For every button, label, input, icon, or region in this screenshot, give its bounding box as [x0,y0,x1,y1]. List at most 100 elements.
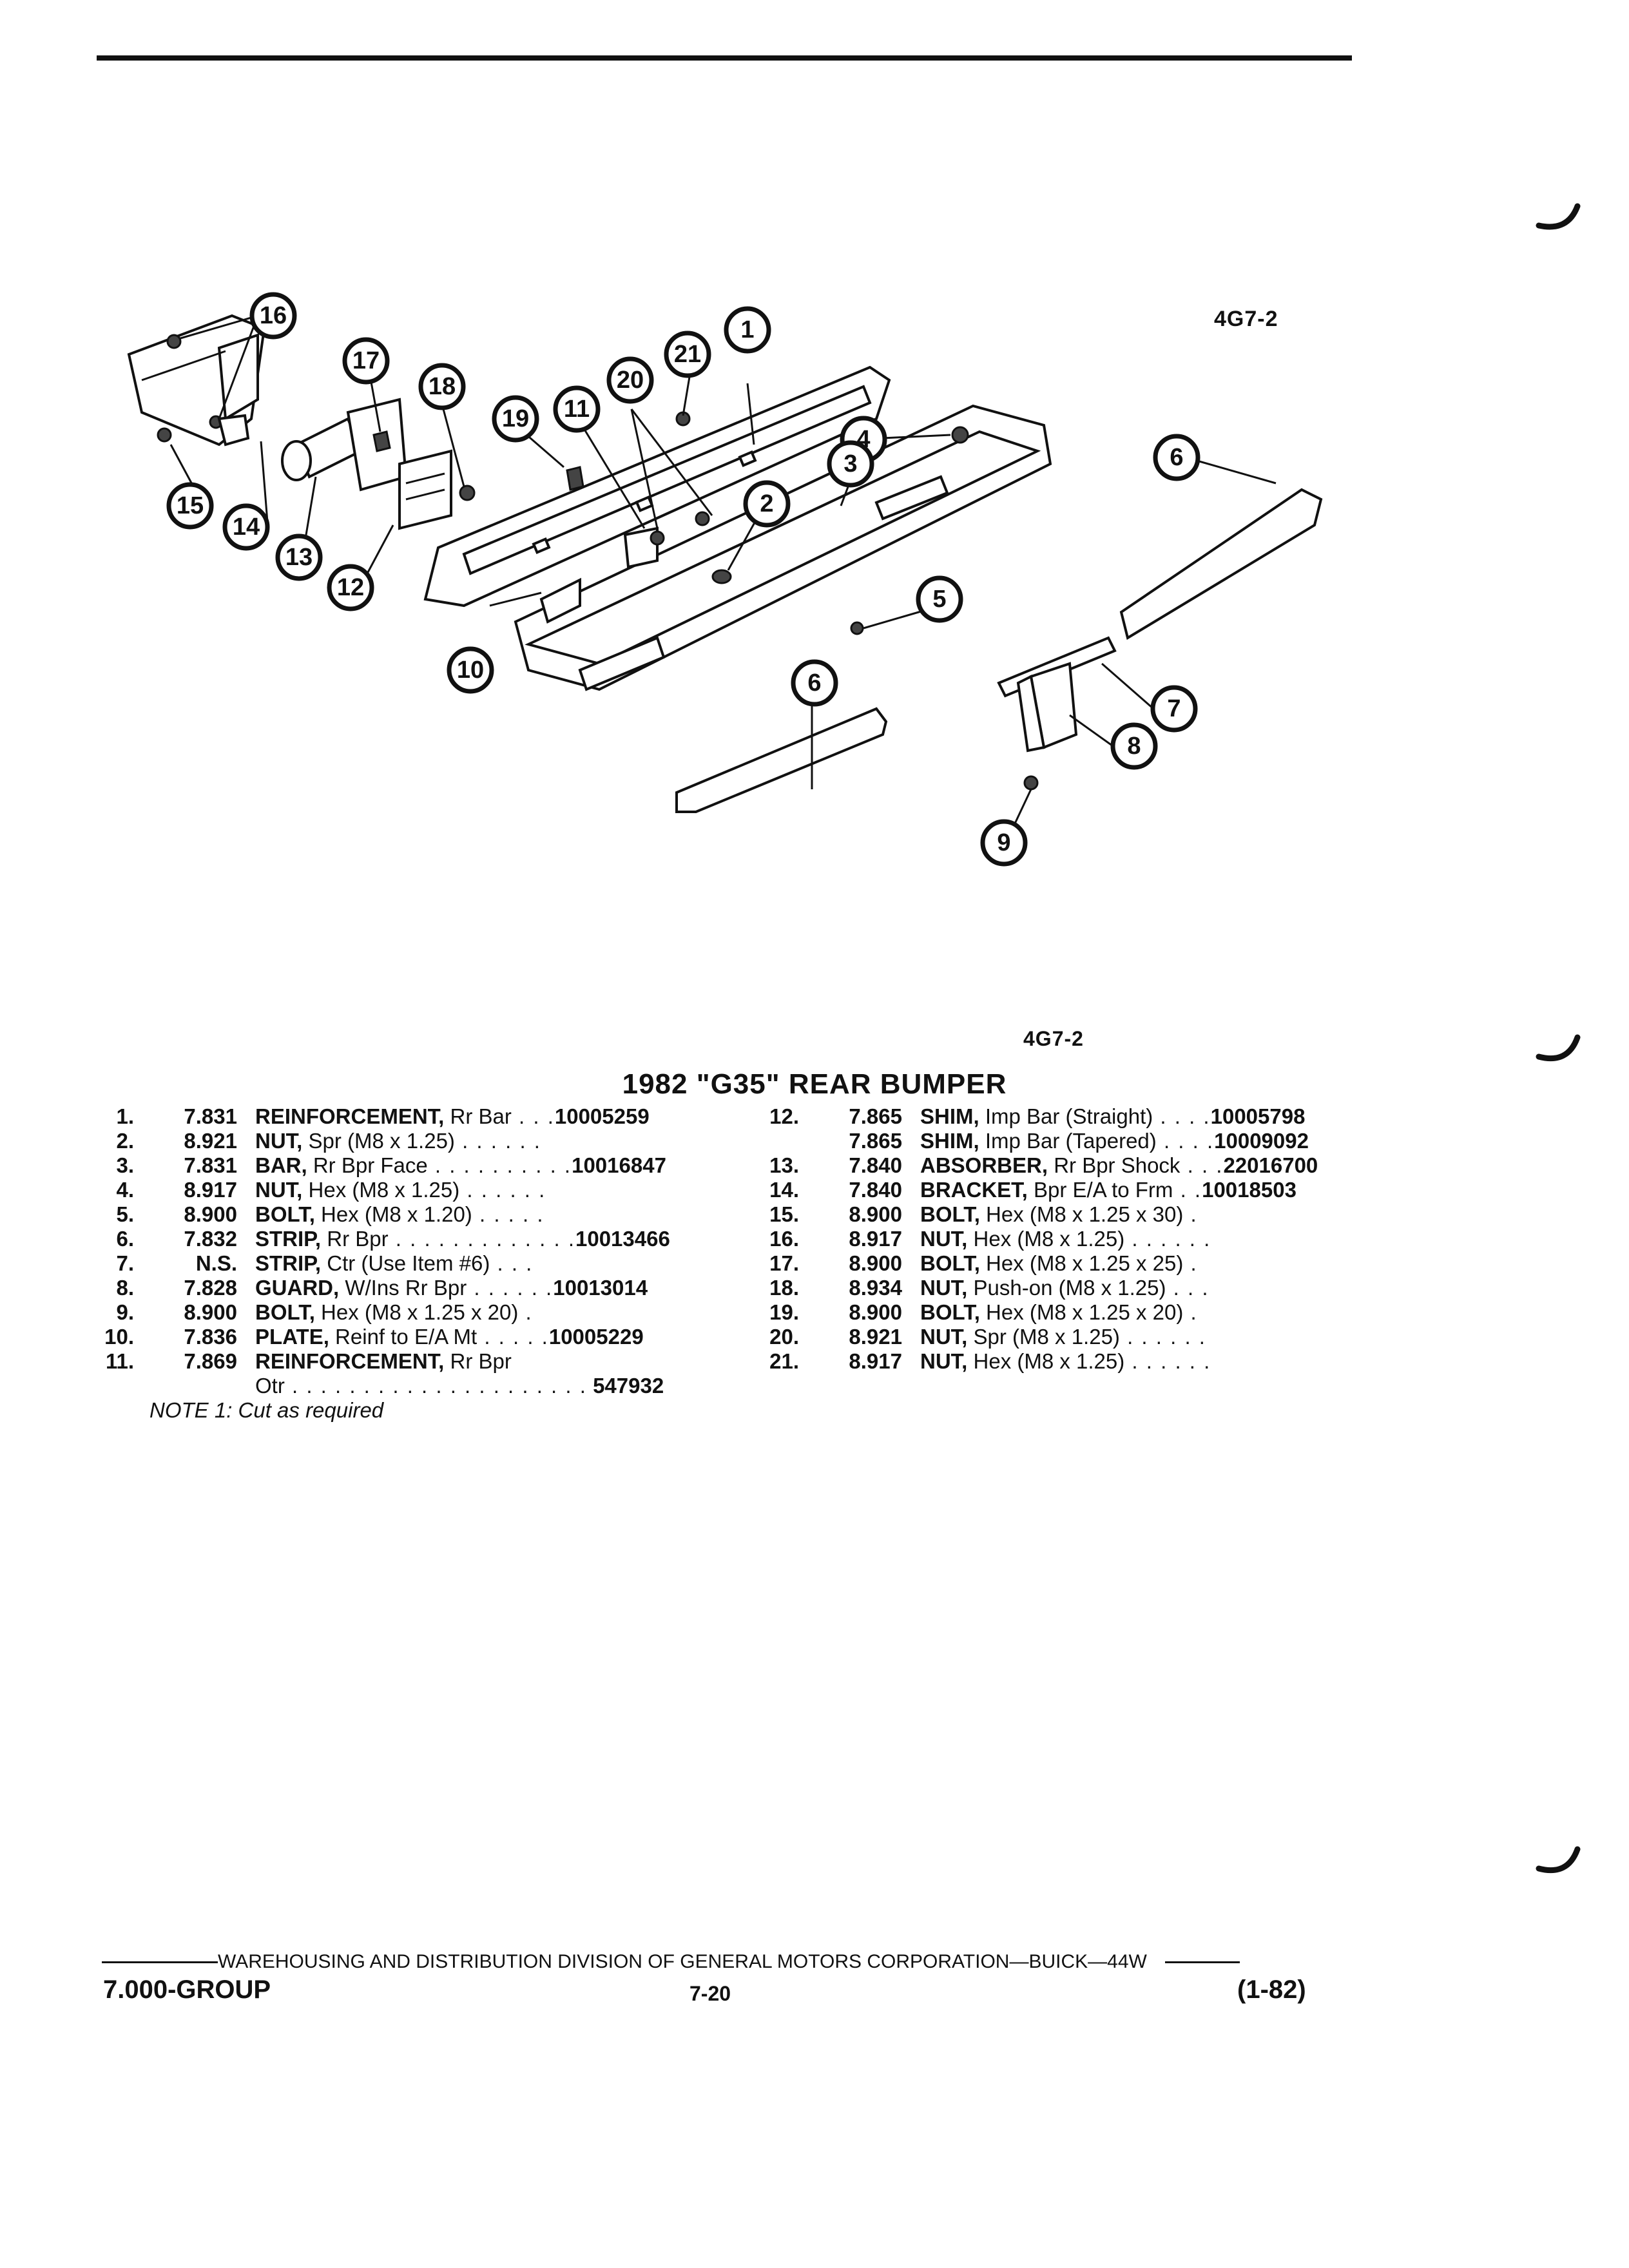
footer-rule-right [1164,1961,1240,1963]
part-description: BAR, Rr Bpr Face . . . . . . . . . .1001… [255,1153,747,1178]
part-description: NUT, Hex (M8 x 1.25) . . . . . . [255,1178,747,1202]
group-number: 8.900 [849,1300,902,1324]
top-rule [97,55,1352,61]
item-number: 15. [769,1202,799,1226]
part-description: NUT, Push-on (M8 x 1.25) . . . [920,1276,1393,1300]
group-number: 8.917 [184,1178,237,1202]
callout-number: 11 [564,396,590,423]
callout-16: 16 [249,292,297,340]
part-description: NUT, Hex (M8 x 1.25) . . . . . . [920,1227,1393,1251]
leader-dots: . . . . . . [459,1178,546,1202]
item-number: 12. [769,1104,799,1128]
callout-12: 12 [327,564,374,611]
part-description: GUARD, W/Ins Rr Bpr . . . . . .10013014 [255,1276,747,1300]
leader-dots: . . . . . . . . . . [427,1153,572,1177]
item-number [749,1129,799,1153]
part-number: 10005229 [548,1325,644,1349]
part-number: 22016700 [1223,1153,1318,1177]
item-number: 9. [116,1300,134,1324]
part-name: NUT, [255,1129,303,1153]
part-name: NUT, [920,1325,968,1349]
group-number: 7.832 [184,1227,237,1251]
description-detail: Push-on (M8 x 1.25) [967,1276,1166,1300]
description-detail: Spr (M8 x 1.25) [302,1129,455,1153]
description-detail: Rr Bpr Face [307,1153,428,1177]
callout-number: 2 [760,490,773,517]
part-description: NUT, Spr (M8 x 1.25) . . . . . . [255,1129,747,1153]
callout-15: 15 [166,482,214,530]
item-number: 16. [769,1227,799,1251]
callout-number: 15 [177,492,204,519]
part-description: BRACKET, Bpr E/A to Frm . .10018503 [920,1178,1393,1202]
item-number: 3. [116,1153,134,1177]
callout-number: 20 [617,367,644,394]
group-number: 7.828 [184,1276,237,1300]
exploded-parts-diagram: 16 17 18 19 11 20 21 1 15 14 13 12 4 3 2… [127,292,1323,867]
description-detail: Hex (M8 x 1.25) [967,1349,1125,1373]
description-detail: Reinf to E/A Mt [329,1325,477,1349]
part-name: BOLT, [920,1251,980,1275]
item-number: 19. [769,1300,799,1324]
item-number: 7. [116,1251,134,1275]
callout-number: 7 [1167,695,1181,722]
part-name: BOLT, [255,1202,315,1226]
callout-20: 20 [606,356,654,404]
description-detail: Spr (M8 x 1.25) [967,1325,1120,1349]
group-number: 7.840 [849,1153,902,1177]
group-number: 7.865 [849,1104,902,1128]
description-detail: Hex (M8 x 1.20) [314,1202,472,1226]
item-number: 8. [116,1276,134,1300]
part-number: 10013014 [553,1276,648,1300]
description-detail: Otr [255,1374,285,1398]
leader-dots: . [518,1300,533,1324]
callout-3: 3 [827,440,874,488]
description-detail: Rr Bar [444,1104,512,1128]
callout-number: 18 [429,373,456,400]
group-number: 8.900 [184,1300,237,1324]
parts-row [749,1374,1393,1398]
callout-19: 19 [492,395,539,443]
part-number: 10005259 [554,1104,650,1128]
callout-number: 16 [260,302,287,329]
item-number: 17. [769,1251,799,1275]
bumper-guard [1016,662,1078,753]
item-number: 2. [116,1129,134,1153]
leader-dots: . . . . . . [1124,1227,1211,1251]
callout-2: 2 [743,480,791,528]
description-detail: Rr Bpr Shock [1048,1153,1181,1177]
description-detail: Rr Bpr [444,1349,512,1373]
part-name: GUARD, [255,1276,340,1300]
part-name: STRIP, [255,1251,322,1275]
group-number [799,1374,920,1398]
part-description [920,1374,1393,1398]
leader-dots: . [1183,1300,1198,1324]
part-description: SHIM, Imp Bar (Straight) . . . .10005798 [920,1104,1393,1129]
callout-number: 17 [352,347,380,374]
callout-7: 7 [1150,685,1198,733]
leader-dots: . . . . [1153,1104,1211,1128]
leader-dots: . . . [511,1104,555,1128]
description-detail: Hex (M8 x 1.25 x 30) [979,1202,1184,1226]
group-number: 7.831 [184,1153,237,1177]
description-detail: Rr Bpr [321,1227,389,1251]
callout-number: 10 [457,657,484,684]
callout-number: 21 [674,341,701,368]
binder-mark [1536,1034,1581,1062]
callout-6-left: 6 [791,659,838,707]
callout-6-right: 6 [1153,434,1200,481]
footer-date: (1-82) [1237,1975,1306,2004]
parts-row: 3. 7.831 BAR, Rr Bpr Face . . . . . . . . … [84,1153,747,1178]
part-name: REINFORCEMENT, [255,1349,445,1373]
part-description: REINFORCEMENT, Rr Bpr [255,1349,747,1374]
left-end-strip [675,707,888,813]
leader-dots: . . . [1166,1276,1210,1300]
leader-dots: . . [1173,1178,1202,1202]
parts-row: 8. 7.828 GUARD, W/Ins Rr Bpr . . . . . .10… [84,1276,747,1300]
parts-row: 7.N.S.STRIP, Ctr (Use Item #6) . . . [84,1251,747,1276]
group-number: 7.831 [184,1104,237,1128]
